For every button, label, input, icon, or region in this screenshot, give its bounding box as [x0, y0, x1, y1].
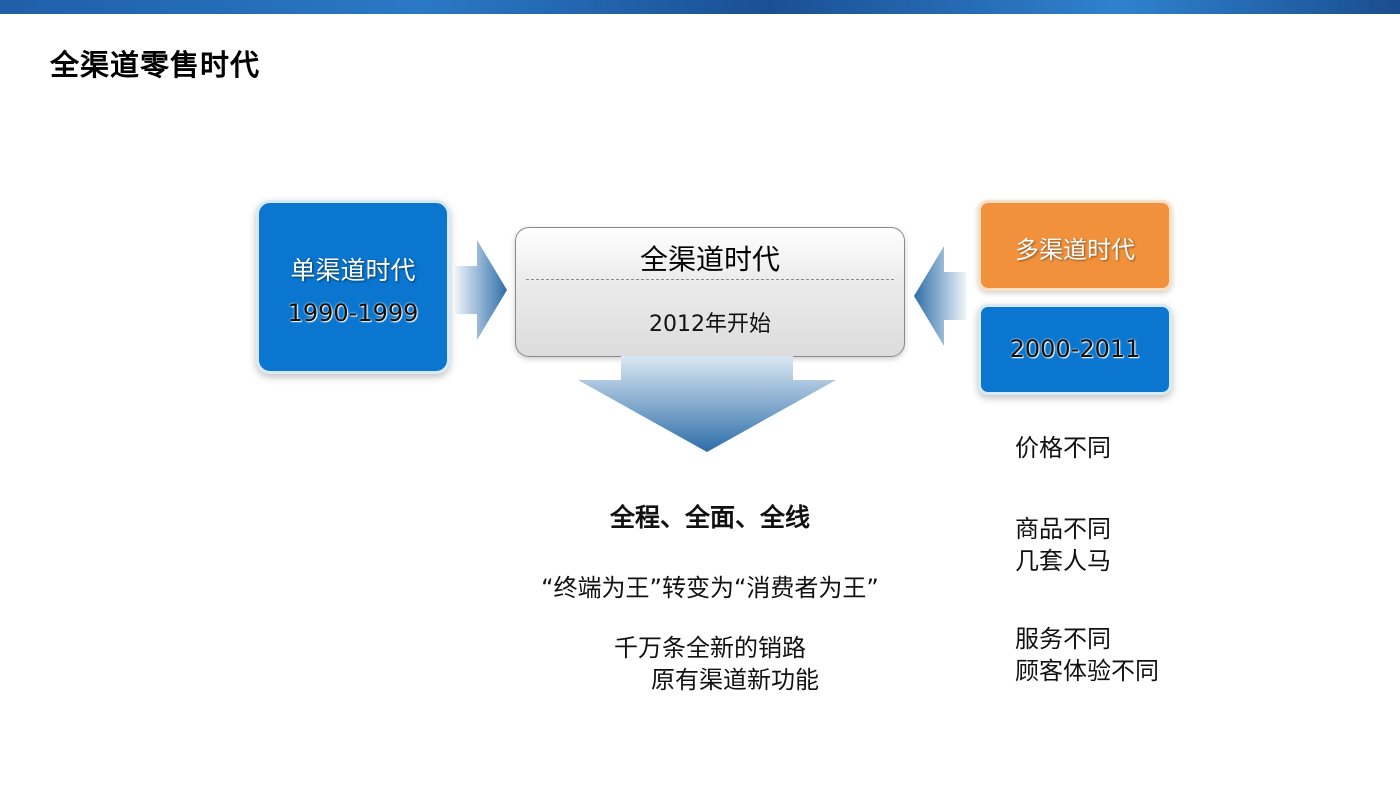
- multi-point-goods: 商品不同: [1015, 515, 1111, 543]
- arrow-left-icon: [914, 246, 966, 346]
- omni-channel-start: 2012年开始: [649, 312, 771, 337]
- omni-new-functions-text: 原有渠道新功能: [651, 666, 819, 694]
- single-channel-years: 1990-1999: [287, 299, 419, 327]
- multi-channel-label: 多渠道时代: [1015, 236, 1135, 264]
- multi-point-teams: 几套人马: [1015, 547, 1111, 575]
- omni-coverage-text: 全程、全面、全线: [609, 503, 810, 532]
- multi-channel-years: 2000-2011: [1009, 335, 1141, 363]
- multi-point-price: 价格不同: [1015, 434, 1111, 462]
- arrow-right-icon: [455, 240, 507, 340]
- arrow-down-icon: [578, 356, 836, 452]
- page-title: 全渠道零售时代: [50, 48, 261, 82]
- omni-new-roads-text: 千万条全新的销路: [614, 634, 806, 662]
- single-channel-box: 单渠道时代 1990-1999: [256, 200, 450, 374]
- multi-channel-years-box: 2000-2011: [978, 304, 1172, 395]
- omni-channel-box: 全渠道时代 2012年开始: [515, 227, 905, 357]
- single-channel-label: 单渠道时代: [290, 256, 416, 285]
- multi-point-service: 服务不同: [1015, 625, 1111, 653]
- multi-point-experience: 顾客体验不同: [1015, 657, 1159, 685]
- omni-channel-label: 全渠道时代: [639, 243, 780, 276]
- omni-shift-text: “终端为王”转变为“消费者为王”: [541, 574, 879, 602]
- multi-channel-box: 多渠道时代: [978, 200, 1172, 291]
- top-banner: [0, 0, 1400, 14]
- dashed-divider: [526, 279, 894, 280]
